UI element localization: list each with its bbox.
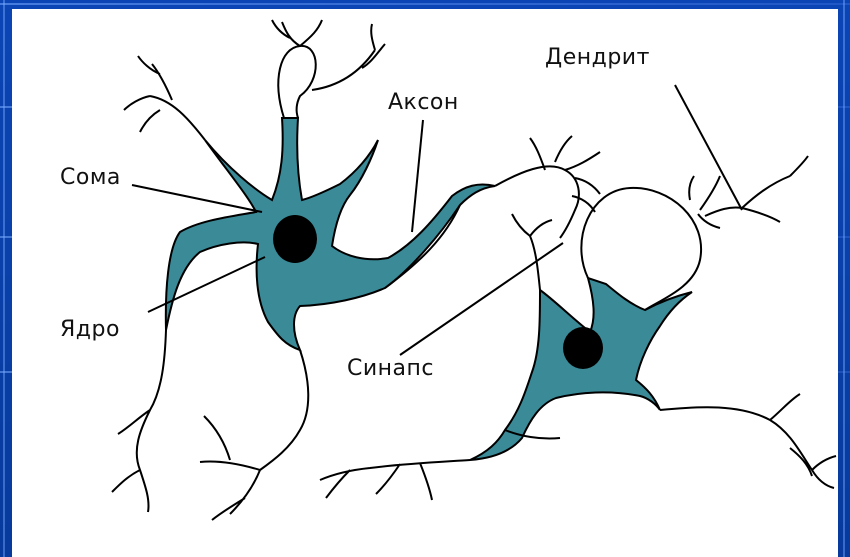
synapse-branches bbox=[530, 136, 600, 212]
left-upper-dendrite bbox=[124, 56, 205, 140]
left-top-loop bbox=[278, 46, 315, 118]
label-synapse: Синапс bbox=[347, 356, 434, 381]
left-down-dendrite bbox=[200, 350, 308, 520]
dendrite-pointer bbox=[675, 85, 742, 210]
nucleus-pointer bbox=[148, 257, 265, 312]
left-top-right-branch bbox=[312, 24, 385, 90]
right-dendrite-tufts bbox=[689, 156, 808, 228]
right-lower-tail bbox=[320, 460, 470, 500]
right-nucleus bbox=[563, 327, 603, 369]
label-nucleus: Ядро bbox=[60, 317, 120, 342]
label-soma: Сома bbox=[60, 165, 121, 190]
left-nucleus bbox=[273, 215, 317, 263]
right-neuron-body bbox=[470, 278, 692, 460]
label-axon: Аксон bbox=[388, 90, 459, 115]
left-neuron-body bbox=[166, 118, 495, 350]
right-neuron-tail bbox=[660, 394, 836, 488]
label-dendrite: Дендрит bbox=[545, 45, 650, 70]
left-top-branch bbox=[272, 20, 322, 46]
right-upper-left-dendrite bbox=[512, 214, 552, 290]
axon-pointer bbox=[412, 120, 423, 232]
left-lower-dendrite bbox=[112, 330, 166, 512]
